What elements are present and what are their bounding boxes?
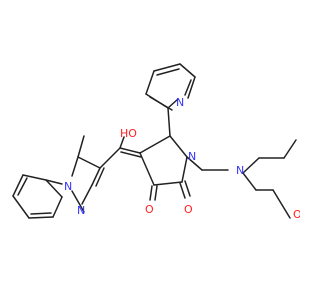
bond <box>187 76 196 99</box>
bond <box>179 63 196 78</box>
bond <box>77 135 85 158</box>
bond <box>179 182 186 199</box>
atom-label-pyrazole-nitrogen-1: N <box>64 180 72 193</box>
bond <box>120 151 142 158</box>
atom-label-pyrazole-nitrogen-2: N <box>77 204 85 217</box>
bond <box>169 135 188 158</box>
bond <box>99 147 121 169</box>
bond <box>145 70 155 95</box>
bond <box>167 107 171 137</box>
bond <box>28 216 54 219</box>
bond <box>242 172 257 191</box>
bond <box>156 68 180 76</box>
bond <box>45 179 63 198</box>
atom-label-morpholine-oxygen: O <box>293 208 300 221</box>
bond <box>77 156 101 169</box>
bond <box>81 184 93 205</box>
bond <box>22 174 47 181</box>
bond <box>139 135 171 154</box>
bond <box>71 156 79 177</box>
bond-group <box>12 63 297 219</box>
atom-label-ketone-oxygen: O <box>145 203 154 216</box>
bond <box>184 180 191 197</box>
bond <box>283 139 297 159</box>
bond <box>71 190 85 213</box>
bond <box>12 174 24 197</box>
atom-label-morpholine-nitrogen: N <box>236 164 244 177</box>
bond <box>186 156 203 171</box>
atom-label-pyridine-nitrogen: N <box>176 96 184 109</box>
atom-label-amide-oxygen: O <box>184 203 193 216</box>
bond <box>181 156 188 183</box>
bond <box>139 152 155 186</box>
molecule-structure-diagram: N O N N HO N N O O <box>12 63 300 221</box>
bond <box>30 212 52 215</box>
atom-label-hydroxyl-oxygen: HO <box>120 127 137 140</box>
bond <box>17 177 28 196</box>
atom-label-lactam-nitrogen: N <box>188 150 196 163</box>
bond <box>12 195 30 219</box>
bond <box>149 185 153 201</box>
atom-label-group: N O N N HO N N O O <box>64 96 300 221</box>
bond <box>242 157 260 174</box>
bond <box>45 179 63 185</box>
bond <box>272 189 291 219</box>
bond <box>167 98 179 109</box>
bond <box>153 63 181 72</box>
bond <box>119 147 141 154</box>
bond <box>153 181 183 186</box>
bond <box>91 167 101 186</box>
bond <box>95 167 105 187</box>
bond <box>149 96 173 111</box>
bond <box>154 185 158 201</box>
bond <box>119 136 125 149</box>
bond <box>184 79 192 96</box>
bond <box>52 196 63 218</box>
